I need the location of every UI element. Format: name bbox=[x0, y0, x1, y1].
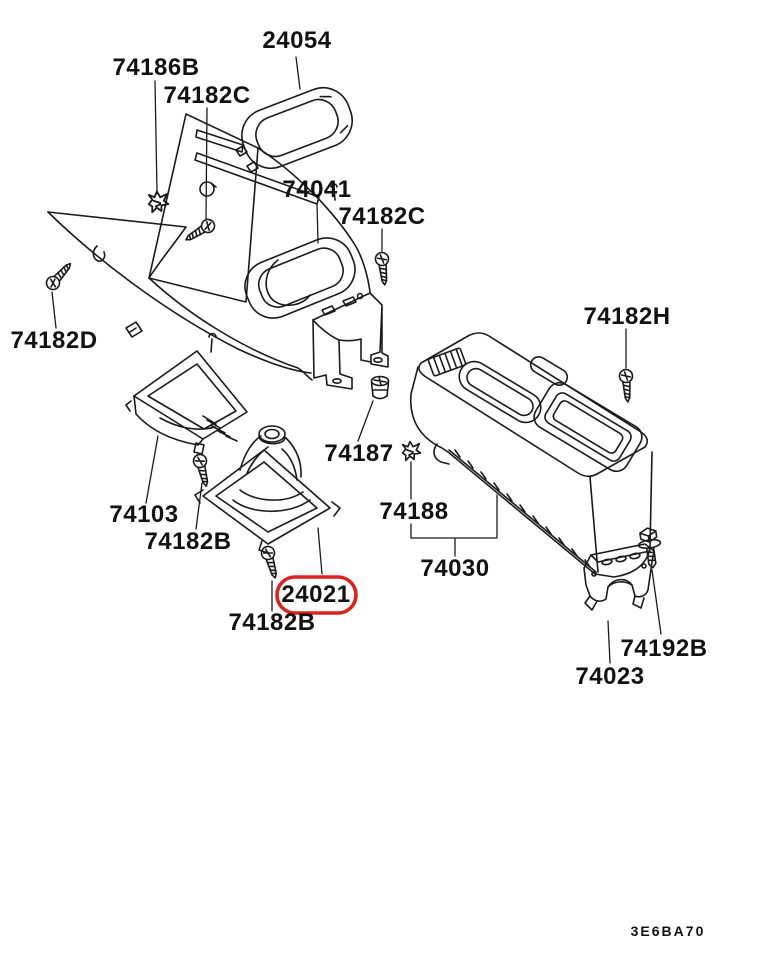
leader-74182B-a bbox=[195, 482, 203, 530]
part-tray-74103 bbox=[125, 332, 248, 455]
part-label-74182B-b: 74182B bbox=[228, 609, 316, 636]
leader-74023 bbox=[607, 620, 611, 664]
leader-24054 bbox=[295, 56, 301, 90]
clip-74188 bbox=[401, 440, 422, 462]
part-label-74103: 74103 bbox=[109, 501, 179, 528]
part-label-74030: 74030 bbox=[420, 555, 490, 582]
screw-74182C-b bbox=[374, 251, 392, 287]
part-label-74182C-b: 74182C bbox=[338, 203, 426, 230]
leader-74187 bbox=[357, 400, 374, 442]
highlight-ellipse-24021 bbox=[275, 575, 358, 615]
part-label-74186B: 74186B bbox=[112, 54, 200, 81]
screw-74182B-a bbox=[191, 452, 214, 489]
drawing-code: 3E6BA70 bbox=[630, 923, 706, 939]
part-label-74182H: 74182H bbox=[583, 303, 671, 330]
leader-74182D bbox=[51, 291, 57, 329]
leader-74041 bbox=[316, 202, 319, 244]
part-label-74188: 74188 bbox=[379, 498, 449, 525]
part-bezel-24054 bbox=[241, 87, 353, 169]
part-label-74187: 74187 bbox=[324, 440, 394, 467]
part-front-console-74041 bbox=[47, 113, 389, 390]
screw-74182B-b bbox=[259, 544, 283, 581]
part-rear-console-74030 bbox=[409, 332, 653, 578]
part-label-74182D: 74182D bbox=[10, 327, 98, 354]
leader-74192B bbox=[651, 569, 662, 635]
part-label-74182B-a: 74182B bbox=[144, 528, 232, 555]
part-label-74182C-a: 74182C bbox=[163, 82, 251, 109]
clip-74186B bbox=[147, 190, 170, 214]
part-shift-boot-24021 bbox=[194, 425, 341, 554]
part-label-74041: 74041 bbox=[282, 176, 352, 203]
screw-74182H bbox=[618, 368, 636, 404]
leader-24021 bbox=[317, 527, 323, 575]
part-label-24054: 24054 bbox=[262, 27, 332, 54]
leader-74186B bbox=[154, 80, 158, 193]
part-label-74023: 74023 bbox=[575, 663, 645, 690]
part-grommet-74187 bbox=[370, 375, 390, 400]
screw-74182D bbox=[43, 258, 77, 293]
leader-74030-bracket bbox=[410, 494, 498, 557]
part-label-74192B: 74192B bbox=[620, 635, 708, 662]
part-bolt-74192B bbox=[637, 527, 662, 569]
leader-lines bbox=[51, 56, 662, 664]
part-bracket-74023 bbox=[583, 543, 655, 611]
part-label-24021: 24021 bbox=[281, 581, 351, 608]
screw-74182C-a bbox=[181, 216, 218, 247]
leader-74103 bbox=[145, 435, 159, 504]
